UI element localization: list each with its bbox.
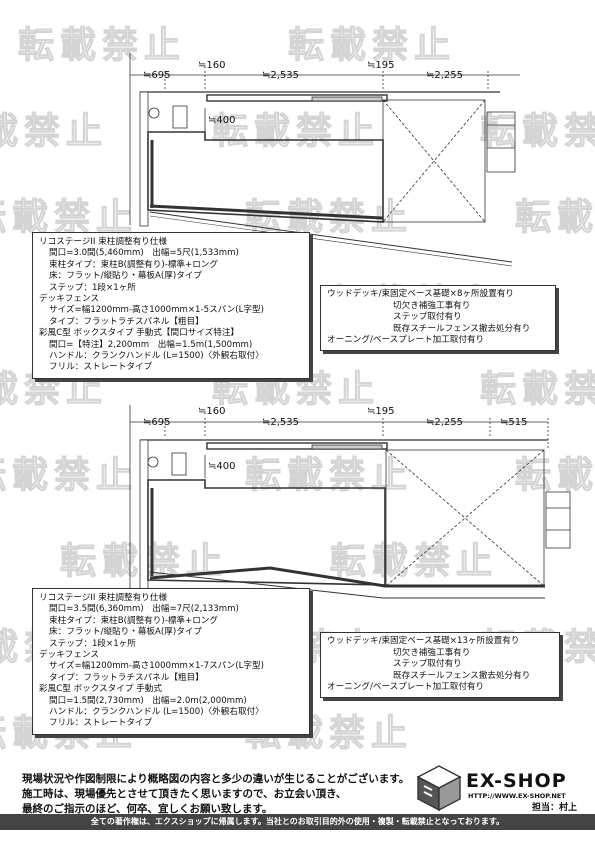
ex-shop-logo-icon (416, 765, 462, 812)
dimension-label: ≒195 (367, 60, 395, 71)
brand-name: EX-SHOP (466, 770, 567, 792)
spec-line: 彩風C型 ボックスタイプ 手動式 (39, 684, 162, 695)
work-line: 切欠き補強工事有り (393, 647, 471, 658)
spec-line: フリル：ストレートタイプ (49, 362, 153, 373)
copyright-footer: 全ての著作権は、エクスショップに帰属します。当社とのお取引目的外の使用・複製・転… (0, 814, 595, 830)
spec-line: タイプ：フラットラチスパネル【粗目】 (49, 316, 204, 327)
spec-line: 間口=3.5間(6,360mm) 出幅=7尺(2,133mm) (49, 604, 239, 615)
spec-line: 束柱タイプ：束柱B(調整有り)-標準+ロング (49, 259, 218, 270)
spec-line: 彩風C型 ボックスタイプ 手動式【間口サイズ特注】 (39, 328, 240, 339)
spec-line: 床：フラット/縦貼り・幕板A(厚)タイプ (49, 271, 202, 282)
work-line: 切欠き補強工事有り (393, 300, 471, 311)
work-line: 既存スチールフェンス撤去処分有り (393, 323, 531, 334)
notice-line: 施工時は、現場優先とさせて頂きたく思いますので、お立会い頂き、 (22, 788, 347, 800)
spec-line: サイズ=幅1200mm-高さ1000mm×1-7スパン(L字型) (49, 661, 264, 672)
spec-line: 間口=1.5間(2,730mm) 出幅=2.0m(2,000mm) (49, 695, 247, 706)
brand-url[interactable]: HTTP://WWW.EX-SHOP.NET (468, 792, 566, 800)
dimension-label: ≒160 (198, 406, 226, 417)
spec-box-1: リコステージII 束柱調整有り仕様 間口=3.0間(5,460mm) 出幅=5尺… (32, 232, 310, 379)
dimension-label: ≒195 (367, 406, 395, 417)
work-line: オーニング/ベースプレート加工取付有り (327, 682, 485, 693)
dimension-label: ≒2,255 (426, 417, 464, 428)
notice-line: 最終のご指示のほど、何卒、宜しくお願い致します。 (22, 803, 273, 815)
spec-line: 束柱タイプ：束柱B(調整有り)-標準+ロング (49, 615, 218, 626)
spec-line: デッキフェンス (39, 294, 99, 305)
spec-line: ステップ：1段×1ヶ所 (49, 282, 136, 293)
work-line: ウッドデッキ/束固定ベース基礎×8ヶ所設置有り (327, 289, 515, 299)
spec-line: タイプ：フラットラチスパネル【粗目】 (49, 672, 204, 683)
staff-label: 担当：村上 (532, 803, 578, 813)
spec-box-2: リコステージII 束柱調整有り仕様 間口=3.5間(6,360mm) 出幅=7尺… (32, 588, 310, 735)
work-line: 既存スチールフェンス撤去処分有り (393, 670, 531, 681)
spec-line: フリル：ストレートタイプ (49, 718, 153, 729)
spec-line: 床：フラット/縦貼り・幕板A(厚)タイプ (49, 627, 202, 638)
spec-line: 間口=【特注】2,200mm 出幅=1.5m(1,500mm) (49, 339, 253, 350)
work-line: ウッドデッキ/束固定ベース基礎×13ヶ所設置有り (327, 636, 520, 646)
dimension-label: ≒2,535 (262, 417, 300, 428)
work-line: オーニング/ベースプレート加工取付有り (327, 335, 485, 346)
dimension-label: ≒2,255 (426, 70, 464, 81)
spec-line: リコステージII 束柱調整有り仕様 (39, 237, 167, 247)
dimension-label: ≒400 (208, 115, 236, 126)
plan-drawing-1: ≒695 ≒160 ≒2,535 ≒195 ≒2,255 ≒400 リコステージ… (0, 0, 595, 400)
spec-line: リコステージII 束柱調整有り仕様 (39, 593, 167, 603)
work-box-1: ウッドデッキ/束固定ベース基礎×8ヶ所設置有り 切欠き補強工事有り ステップ取付… (320, 285, 556, 351)
spec-line: ステップ：1段×1ヶ所 (49, 638, 136, 649)
spec-line: ハンドル：クランクハンドル (L=1500)〈外観右取付〉 (49, 707, 264, 718)
dimension-label: ≒515 (500, 417, 528, 428)
dimension-label: ≒400 (208, 461, 236, 472)
spec-line: サイズ=幅1200mm-高さ1000mm×1-5スパン(L字型) (49, 305, 264, 316)
plan-1-svg (129, 53, 520, 267)
work-line: ステップ取付有り (393, 312, 462, 323)
spec-line: 間口=3.0間(5,460mm) 出幅=5尺(1,533mm) (49, 248, 239, 259)
notice-line: 現場状況や作図制限により概略図の内容と多少の違いが生じることがございます。 (22, 773, 410, 785)
dimension-label: ≒160 (198, 60, 226, 71)
plan-2-svg (129, 405, 571, 599)
dimension-label: ≒695 (143, 417, 171, 428)
dimension-label: ≒695 (143, 70, 171, 81)
spec-line: デッキフェンス (39, 650, 99, 661)
dimension-label: ≒2,535 (262, 70, 300, 81)
notice-text: 現場状況や作図制限により概略図の内容と多少の違いが生じることがございます。 施工… (22, 772, 409, 817)
work-box-2: ウッドデッキ/束固定ベース基礎×13ヶ所設置有り 切欠き補強工事有り ステップ取… (320, 632, 560, 698)
plan-drawing-2: ≒695 ≒160 ≒2,535 ≒195 ≒2,255 ≒515 ≒400 リ… (0, 400, 595, 760)
spec-line: ハンドル：クランクハンドル (L=1500)〈外観右取付〉 (49, 351, 264, 362)
work-line: ステップ取付有り (393, 659, 462, 670)
